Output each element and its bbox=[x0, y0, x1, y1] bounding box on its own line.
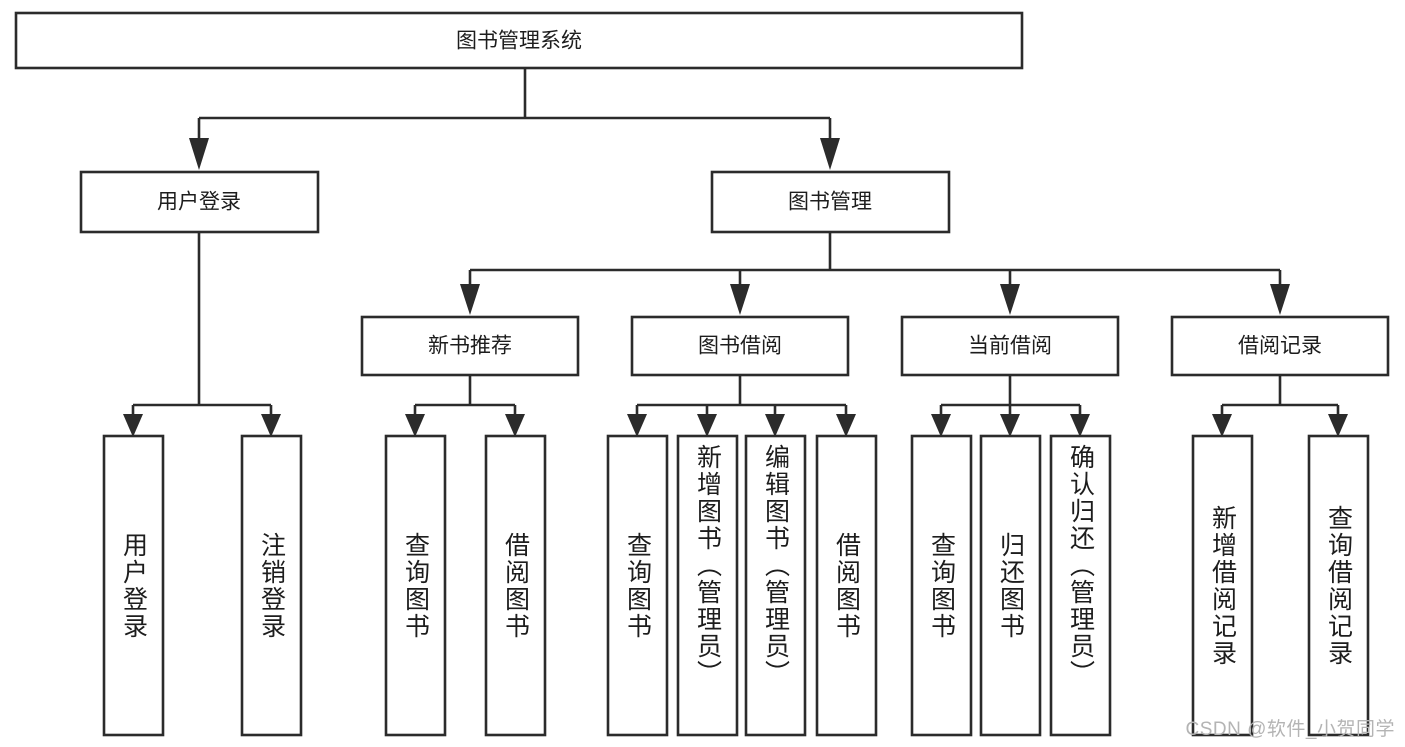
node-leaf-edit-book[interactable] bbox=[744, 434, 807, 737]
arrow-head-icon bbox=[189, 138, 209, 170]
arrow-head-icon bbox=[697, 414, 717, 437]
node-book-manage-label: 图书管理 bbox=[788, 191, 872, 214]
arrow-head-icon bbox=[730, 284, 750, 315]
node-borrow-record-label: 借阅记录 bbox=[1238, 335, 1322, 358]
arrow-head-icon bbox=[765, 414, 785, 437]
node-current-borrow[interactable]: 当前借阅 bbox=[900, 315, 1120, 377]
arrow-head-icon bbox=[836, 414, 856, 437]
connector-bookborrow-to-leaves bbox=[627, 375, 856, 437]
node-new-book-rec[interactable]: 新书推荐 bbox=[360, 315, 580, 377]
node-user-login-label: 用户登录 bbox=[157, 191, 241, 214]
node-root[interactable]: 图书管理系统 bbox=[14, 11, 1024, 70]
node-leaf-confirm-return[interactable] bbox=[1049, 434, 1112, 737]
connector-root-to-level1 bbox=[189, 68, 840, 170]
arrow-head-icon bbox=[820, 138, 840, 170]
connector-userlogin-to-leaves bbox=[123, 232, 281, 437]
watermark-text: CSDN @软件_小贺同学 bbox=[1185, 719, 1395, 740]
node-book-manage[interactable]: 图书管理 bbox=[710, 170, 951, 234]
node-book-borrow-label: 图书借阅 bbox=[698, 335, 782, 358]
arrow-head-icon bbox=[1328, 414, 1348, 437]
node-leaf-add-record[interactable] bbox=[1191, 434, 1254, 737]
node-leaf-user-login[interactable] bbox=[102, 434, 165, 737]
connector-currentborrow-to-leaves bbox=[931, 375, 1090, 437]
arrow-head-icon bbox=[1270, 284, 1290, 315]
arrow-head-icon bbox=[123, 414, 143, 437]
node-current-borrow-label: 当前借阅 bbox=[968, 335, 1052, 358]
node-borrow-record[interactable]: 借阅记录 bbox=[1170, 315, 1390, 377]
node-leaf-query-record[interactable] bbox=[1307, 434, 1370, 737]
node-leaf-borrow-book-2[interactable] bbox=[815, 434, 878, 737]
node-leaf-query-book-1[interactable] bbox=[384, 434, 447, 737]
arrow-head-icon bbox=[505, 414, 525, 437]
node-new-book-rec-label: 新书推荐 bbox=[428, 335, 512, 358]
node-book-borrow[interactable]: 图书借阅 bbox=[630, 315, 850, 377]
arrow-head-icon bbox=[1070, 414, 1090, 437]
node-user-login[interactable]: 用户登录 bbox=[79, 170, 320, 234]
arrow-head-icon bbox=[460, 284, 480, 315]
node-leaf-borrow-book-1[interactable] bbox=[484, 434, 547, 737]
connector-bookmanage-to-level2 bbox=[460, 232, 1290, 315]
node-leaf-query-book-3[interactable] bbox=[910, 434, 973, 737]
node-leaf-return-book[interactable] bbox=[979, 434, 1042, 737]
arrow-head-icon bbox=[1000, 414, 1020, 437]
connector-borrowrecord-to-leaves bbox=[1212, 375, 1348, 437]
arrow-head-icon bbox=[627, 414, 647, 437]
node-leaf-logout-login[interactable] bbox=[240, 434, 303, 737]
node-leaf-query-book-2[interactable] bbox=[606, 434, 669, 737]
arrow-head-icon bbox=[931, 414, 951, 437]
arrow-head-icon bbox=[1212, 414, 1232, 437]
arrow-head-icon bbox=[1000, 284, 1020, 315]
arrow-head-icon bbox=[405, 414, 425, 437]
leaf-rects bbox=[102, 434, 1370, 737]
connector-newbookrec-to-leaves bbox=[405, 375, 525, 437]
node-root-label: 图书管理系统 bbox=[456, 30, 582, 53]
node-leaf-add-book[interactable] bbox=[676, 434, 739, 737]
arrow-head-icon bbox=[261, 414, 281, 437]
